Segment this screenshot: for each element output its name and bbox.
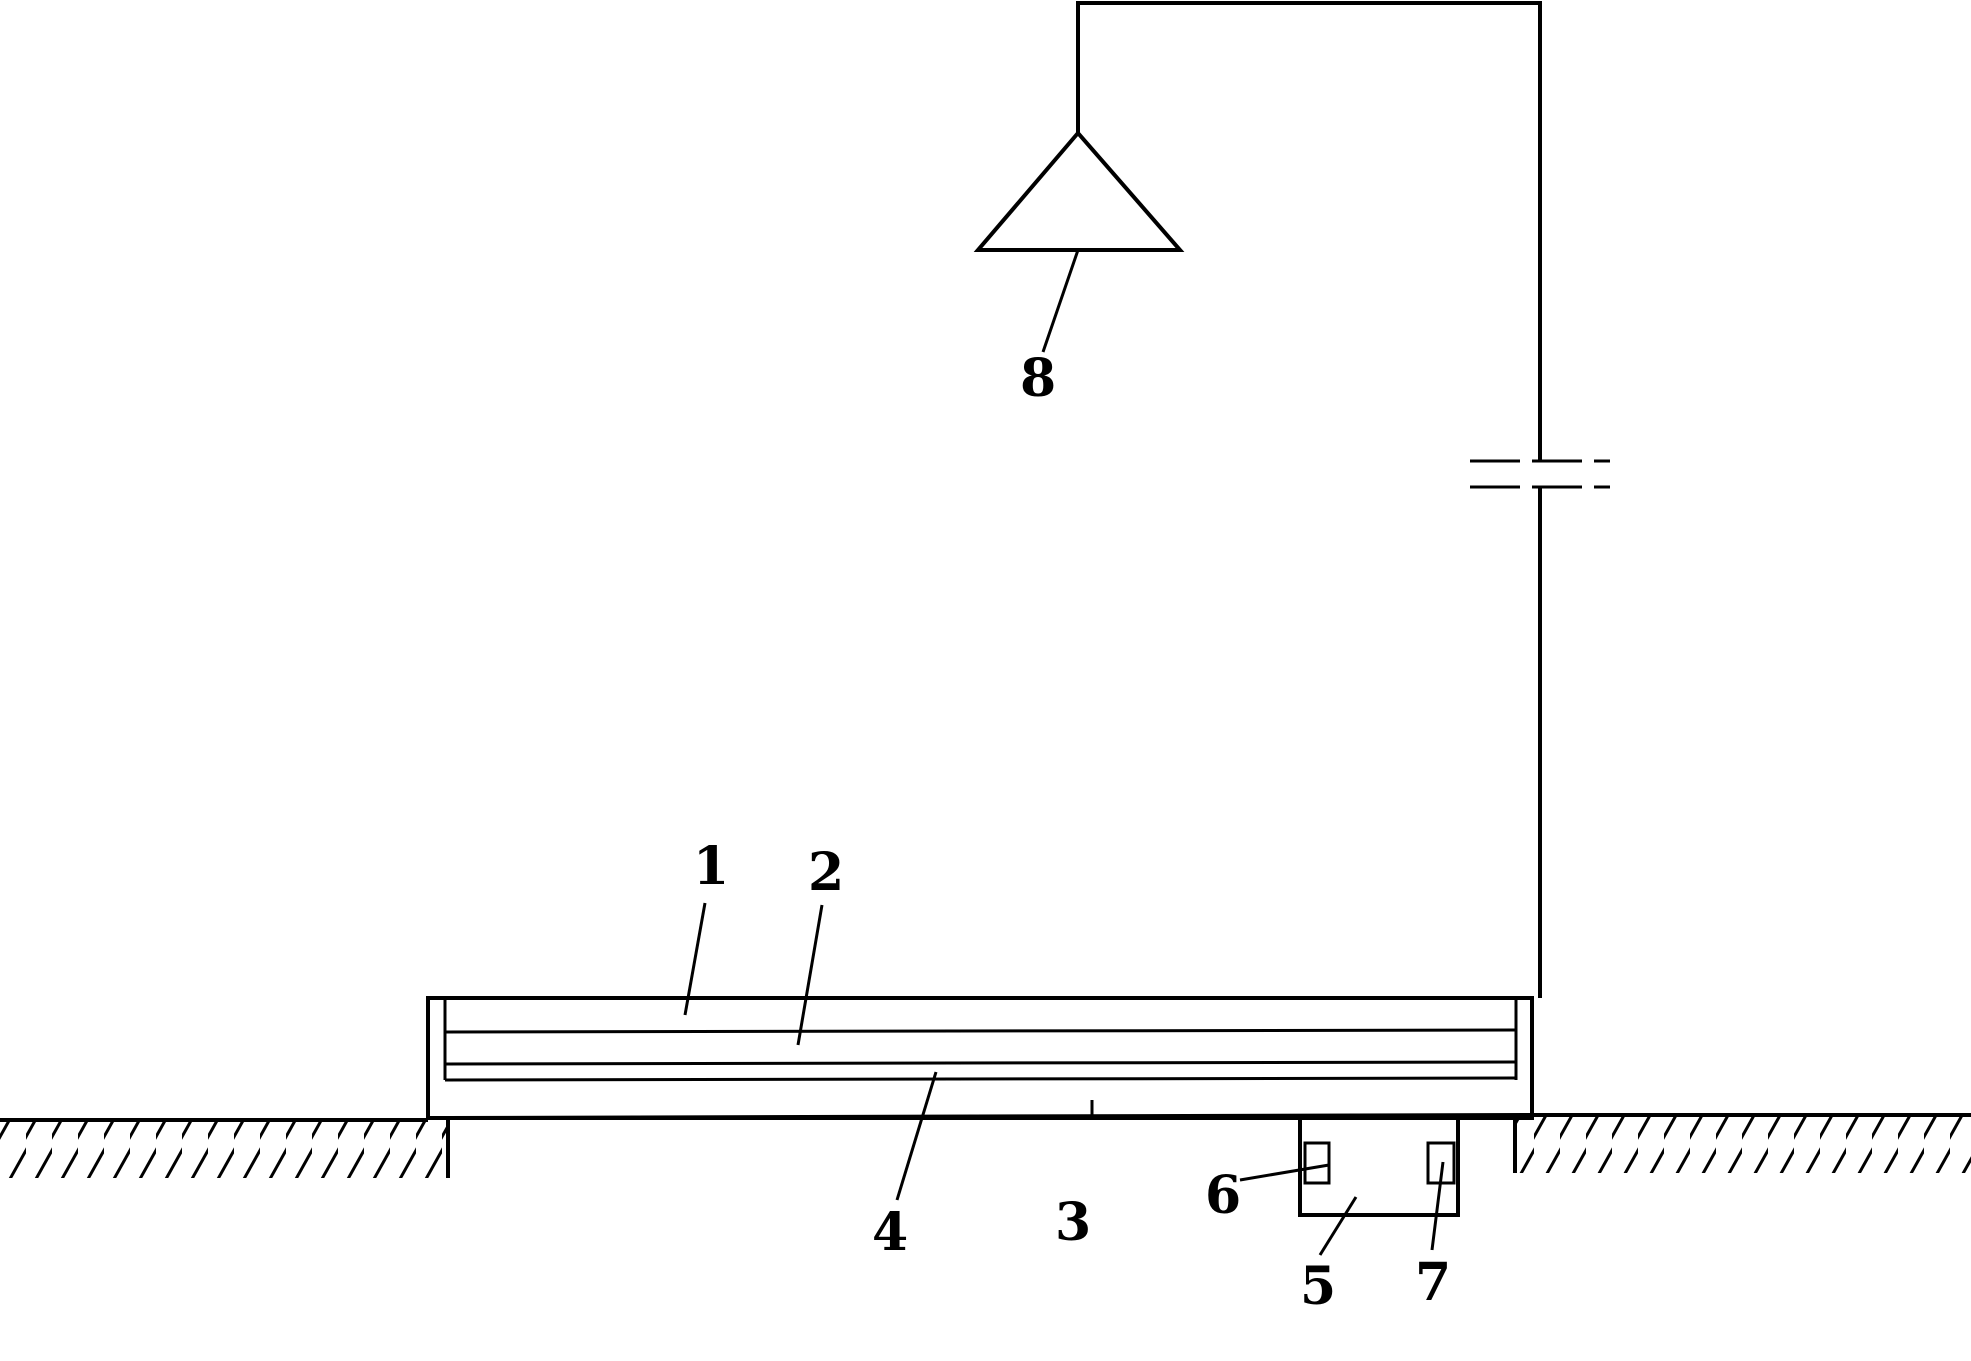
- label-3: 3: [1055, 1192, 1091, 1253]
- lower-layer-top: [444, 1060, 1517, 1066]
- ground-left: [0, 1118, 450, 1178]
- leader-lines: [683, 249, 1445, 1256]
- spray-nozzle: [973, 129, 1185, 252]
- label-4: 4: [872, 1202, 908, 1263]
- label-2: 2: [808, 842, 844, 903]
- lower-layer-bottom: [444, 1076, 1517, 1082]
- label-6: 6: [1205, 1165, 1241, 1226]
- trough-frame: [426, 996, 1534, 1120]
- upper-layer: [444, 1028, 1517, 1034]
- label-1: 1: [693, 836, 729, 897]
- spray-assembly: [973, 1, 1610, 998]
- label-8: 8: [1020, 348, 1056, 409]
- label-7: 7: [1415, 1252, 1451, 1313]
- drain-pit: [1298, 1116, 1460, 1217]
- component-6-box: [1303, 1141, 1331, 1185]
- pipe-line: [1076, 1, 1542, 461]
- trough: [426, 996, 1534, 1120]
- label-5: 5: [1300, 1256, 1336, 1317]
- ground-right: [1513, 1113, 1971, 1173]
